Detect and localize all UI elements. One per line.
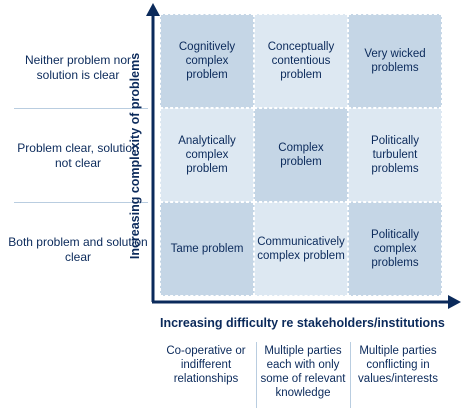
cell-2-2: Politically complex problems xyxy=(348,202,442,296)
cell-text: Complex problem xyxy=(278,142,324,168)
column-label-1: Co-operative or indifferent relationship… xyxy=(166,345,246,385)
x-axis-arrowhead xyxy=(448,295,461,309)
cell-text: Analytically complex problem xyxy=(178,135,236,175)
row-label-top-text: Neither problem nor solution is clear xyxy=(24,53,132,82)
cell-text: Tame problem xyxy=(170,243,244,255)
row-label-middle: Problem clear, solution not clear xyxy=(8,140,148,172)
cell-text: Cognitively complex problem xyxy=(178,41,236,81)
column-separator xyxy=(350,342,351,408)
cell-0-2: Very wicked problems xyxy=(348,14,442,108)
cell-0-0: Cognitively complex problem xyxy=(160,14,254,108)
cell-1-0: Analytically complex problem xyxy=(160,108,254,202)
cell-0-1: Conceptually contentious problem xyxy=(254,14,348,108)
y-axis-arrowhead xyxy=(146,3,160,16)
row-label-bottom-text: Both problem and solution clear xyxy=(8,235,148,264)
row-separator xyxy=(14,202,148,203)
cell-text: Very wicked problems xyxy=(364,48,426,74)
cell-1-1: Complex problem xyxy=(254,108,348,202)
cell-text: Conceptually contentious problem xyxy=(267,41,335,81)
problem-matrix: Cognitively complex problem Conceptually… xyxy=(160,14,442,296)
row-label-middle-text: Problem clear, solution not clear xyxy=(17,141,139,170)
x-axis-label: Increasing difficulty re stakeholders/in… xyxy=(160,316,445,330)
row-label-bottom: Both problem and solution clear xyxy=(8,234,148,266)
column-label-3: Multiple parties conflicting in values/i… xyxy=(358,345,438,385)
cell-text: Politically complex problems xyxy=(371,229,419,269)
row-label-top: Neither problem nor solution is clear xyxy=(8,44,148,92)
cell-2-1: Communicatively complex problem xyxy=(254,202,348,296)
column-separator xyxy=(256,342,257,408)
cell-text: Politically turbulent problems xyxy=(371,135,419,175)
cell-text: Communicatively complex problem xyxy=(257,236,345,262)
cell-2-0: Tame problem xyxy=(160,202,254,296)
row-separator xyxy=(14,108,148,109)
cell-1-2: Politically turbulent problems xyxy=(348,108,442,202)
column-label-2: Multiple parties each with only some of … xyxy=(260,345,346,399)
